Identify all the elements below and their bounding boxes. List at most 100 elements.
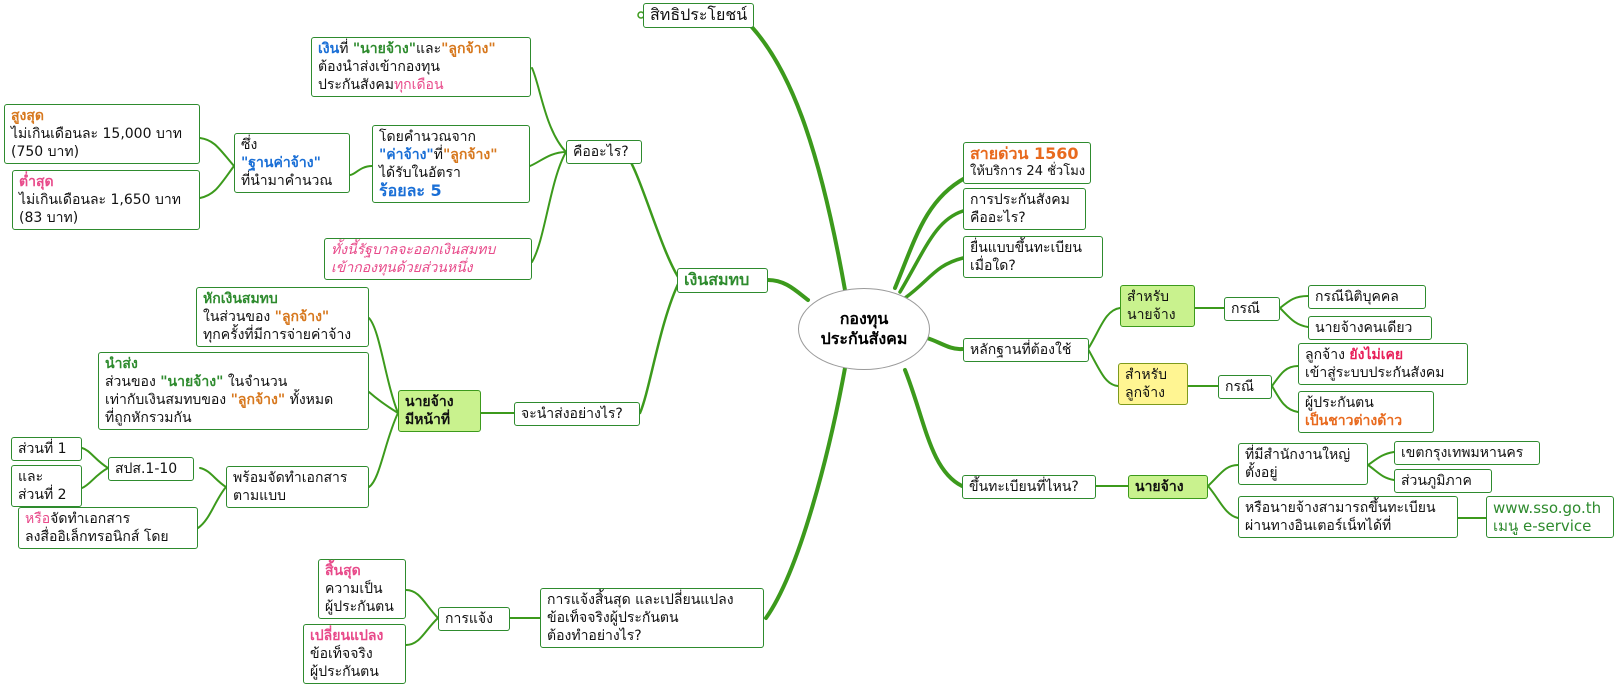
- money-l3b: ทุกเดือน: [393, 77, 444, 93]
- where-employer-label: นายจ้าง: [1135, 479, 1184, 495]
- end-line3: ผู้ประกันตน: [325, 599, 394, 615]
- when-line2: เมื่อใด?: [970, 258, 1016, 274]
- min-line3: (83 บาท): [19, 210, 79, 226]
- what-is-node[interactable]: การประกันสังคม คืออะไร?: [963, 188, 1086, 230]
- min-title: ต่ำสุด: [19, 174, 54, 190]
- foreign-insured-line1: ผู้ประกันตน: [1305, 395, 1374, 411]
- notice-node[interactable]: การแจ้ง: [438, 607, 510, 631]
- employer-case-node[interactable]: กรณี: [1224, 297, 1280, 321]
- employer-case-label: กรณี: [1231, 301, 1260, 317]
- new-employee-line2: เข้าสู่ระบบประกันสังคม: [1305, 365, 1445, 381]
- what-is-line1: การประกันสังคม: [970, 192, 1070, 208]
- central-topic[interactable]: กองทุนประกันสังคม: [798, 288, 930, 370]
- contribution-what-node[interactable]: คืออะไร?: [566, 140, 642, 164]
- benefits-label: สิทธิประโยชน์: [650, 5, 748, 24]
- regional-label: ส่วนภูมิภาค: [1401, 473, 1472, 489]
- foreign-insured-node[interactable]: ผู้ประกันตน เป็นชาวต่างด้าว: [1298, 391, 1434, 433]
- bangkok-node[interactable]: เขตกรุงเทพมหานคร: [1394, 441, 1540, 465]
- where-employer-node[interactable]: นายจ้าง: [1128, 475, 1208, 499]
- calculation-node[interactable]: โดยคำนวณจาก "ค่าจ้าง"ที่"ลูกจ้าง" ได้รับ…: [372, 125, 530, 203]
- notify-line2: ข้อเท็จจริงผู้ประกันตน: [547, 610, 679, 626]
- hotline-title: สายด่วน 1560: [970, 144, 1079, 163]
- change-facts-node[interactable]: เปลี่ยนแปลง ข้อเท็จจริง ผู้ประกันตน: [303, 624, 406, 684]
- head-office-node[interactable]: ที่มีสำนักงานใหญ่ ตั้งอยู่: [1238, 443, 1368, 485]
- new-employee-b: ยังไม่เคย: [1349, 347, 1404, 363]
- wage-base-line3: ที่นำมาคำนวณ: [241, 173, 333, 189]
- money-c: "นายจ้าง": [352, 41, 417, 57]
- online-register-line2: ผ่านทางอินเตอร์เน็ทได้ที่: [1245, 518, 1392, 534]
- how-submit-node[interactable]: จะนำส่งอย่างไร?: [514, 402, 640, 426]
- juristic-person-label: กรณีนิติบุคคล: [1315, 289, 1399, 305]
- sso-website-node[interactable]: www.sso.go.th เมนู e-service: [1486, 496, 1614, 538]
- contribution-label: เงินสมทบ: [684, 270, 750, 289]
- evidence-employer-node[interactable]: สำหรับ นายจ้าง: [1120, 285, 1195, 327]
- sole-employer-node[interactable]: นายจ้างคนเดียว: [1308, 316, 1432, 340]
- wage-base-node[interactable]: ซึ่ง "ฐานค่าจ้าง" ที่นำมาคำนวณ: [234, 133, 350, 193]
- electronic-docs-node[interactable]: หรือจัดทำเอกสาร ลงสื่ออิเล็กทรอนิกส์ โดย: [18, 507, 198, 549]
- change-line3: ผู้ประกันตน: [310, 664, 379, 680]
- central-topic-line2: ประกันสังคม: [820, 329, 908, 348]
- deduct-node[interactable]: หักเงินสมทบ ในส่วนของ "ลูกจ้าง" ทุกครั้ง…: [196, 287, 369, 347]
- when-node[interactable]: ยื่นแบบขึ้นทะเบียน เมื่อใด?: [963, 236, 1103, 278]
- submit-l2b: "นายจ้าง": [160, 374, 224, 390]
- money-e: "ลูกจ้าง": [441, 41, 496, 57]
- new-employee-node[interactable]: ลูกจ้าง ยังไม่เคย เข้าสู่ระบบประกันสังคม: [1298, 343, 1468, 385]
- min-wage-node[interactable]: ต่ำสุด ไม่เกินเดือนละ 1,650 บาท (83 บาท): [12, 170, 200, 230]
- part1-node[interactable]: ส่วนที่ 1: [11, 437, 82, 461]
- calc-l2b: ที่: [433, 147, 443, 163]
- submit-line4: ที่ถูกหักรวมกัน: [105, 410, 192, 426]
- where-label: ขึ้นทะเบียนที่ไหน?: [969, 479, 1079, 495]
- contribution-what-label: คืออะไร?: [573, 144, 629, 160]
- sso-url[interactable]: www.sso.go.th: [1493, 499, 1602, 517]
- government-node[interactable]: ทั้งนี้รัฐบาลจะออกเงินสมทบ เข้ากองทุนด้ว…: [324, 238, 532, 280]
- docs-line1: พร้อมจัดทำเอกสาร: [233, 470, 348, 486]
- deduct-l2a: ในส่วนของ: [203, 309, 275, 325]
- evidence-node[interactable]: หลักฐานที่ต้องใช้: [963, 338, 1089, 362]
- submit-title: นำส่ง: [105, 356, 138, 372]
- what-is-line2: คืออะไร?: [970, 210, 1026, 226]
- deduct-title: หักเงินสมทบ: [203, 291, 278, 307]
- hotline-node[interactable]: สายด่วน 1560 ให้บริการ 24 ชั่วโมง: [963, 142, 1091, 184]
- form-node[interactable]: สปส.1-10: [108, 457, 194, 481]
- calc-l2a: "ค่าจ้าง": [379, 147, 434, 163]
- submit-l3a: เท่ากับเงินสมทบของ: [105, 392, 231, 408]
- duty-line1: นายจ้าง: [405, 394, 454, 410]
- prepare-docs-node[interactable]: พร้อมจัดทำเอกสาร ตามแบบ: [226, 466, 369, 508]
- head-office-line1: ที่มีสำนักงานใหญ่: [1245, 447, 1351, 463]
- submit-node[interactable]: นำส่ง ส่วนของ "นายจ้าง" ในจำนวน เท่ากับเ…: [98, 352, 369, 430]
- notify-node[interactable]: การแจ้งสิ้นสุด และเปลี่ยนแปลง ข้อเท็จจริ…: [540, 588, 764, 648]
- online-register-node[interactable]: หรือนายจ้างสามารถขึ้นทะเบียน ผ่านทางอินเ…: [1238, 496, 1458, 538]
- max-line3: (750 บาท): [11, 144, 80, 160]
- money-b: ที่: [339, 41, 353, 57]
- regional-node[interactable]: ส่วนภูมิภาค: [1394, 469, 1492, 493]
- money-definition-node[interactable]: เงินที่ "นายจ้าง"และ"ลูกจ้าง" ต้องนำส่งเ…: [311, 37, 531, 97]
- contribution-node[interactable]: เงินสมทบ: [677, 268, 768, 293]
- notify-line3: ต้องทำอย่างไร?: [547, 628, 642, 644]
- how-submit-label: จะนำส่งอย่างไร?: [521, 406, 623, 422]
- employer-duty-node[interactable]: นายจ้าง มีหน้าที่: [398, 390, 481, 432]
- evidence-employer-line2: นายจ้าง: [1127, 307, 1176, 323]
- part2-node[interactable]: และ ส่วนที่ 2: [11, 465, 82, 507]
- when-line1: ยื่นแบบขึ้นทะเบียน: [970, 240, 1082, 256]
- end-insured-node[interactable]: สิ้นสุด ความเป็น ผู้ประกันตน: [318, 559, 406, 619]
- calc-rate: ร้อยละ 5: [379, 181, 442, 200]
- part1-label: ส่วนที่ 1: [18, 441, 67, 457]
- max-title: สูงสุด: [11, 108, 45, 124]
- gov-line1: ทั้งนี้รัฐบาลจะออกเงินสมทบ: [331, 242, 496, 258]
- employee-case-node[interactable]: กรณี: [1218, 375, 1272, 399]
- calc-line1: โดยคำนวณจาก: [379, 129, 477, 145]
- and-label: และ: [18, 469, 44, 485]
- evidence-employee-node[interactable]: สำหรับ ลูกจ้าง: [1118, 363, 1188, 405]
- money-a: เงิน: [318, 41, 340, 57]
- max-wage-node[interactable]: สูงสุด ไม่เกินเดือนละ 15,000 บาท (750 บา…: [4, 104, 200, 164]
- bangkok-label: เขตกรุงเทพมหานคร: [1401, 445, 1524, 461]
- money-l3a: ประกันสังคม: [318, 77, 394, 93]
- deduct-l2b: "ลูกจ้าง": [274, 309, 330, 325]
- evidence-employee-line1: สำหรับ: [1125, 367, 1168, 383]
- juristic-person-node[interactable]: กรณีนิติบุคคล: [1308, 285, 1426, 309]
- evidence-employee-line2: ลูกจ้าง: [1125, 385, 1165, 401]
- where-node[interactable]: ขึ้นทะเบียนที่ไหน?: [962, 475, 1096, 499]
- benefits-node[interactable]: สิทธิประโยชน์: [643, 3, 755, 28]
- new-employee-a: ลูกจ้าง: [1305, 347, 1350, 363]
